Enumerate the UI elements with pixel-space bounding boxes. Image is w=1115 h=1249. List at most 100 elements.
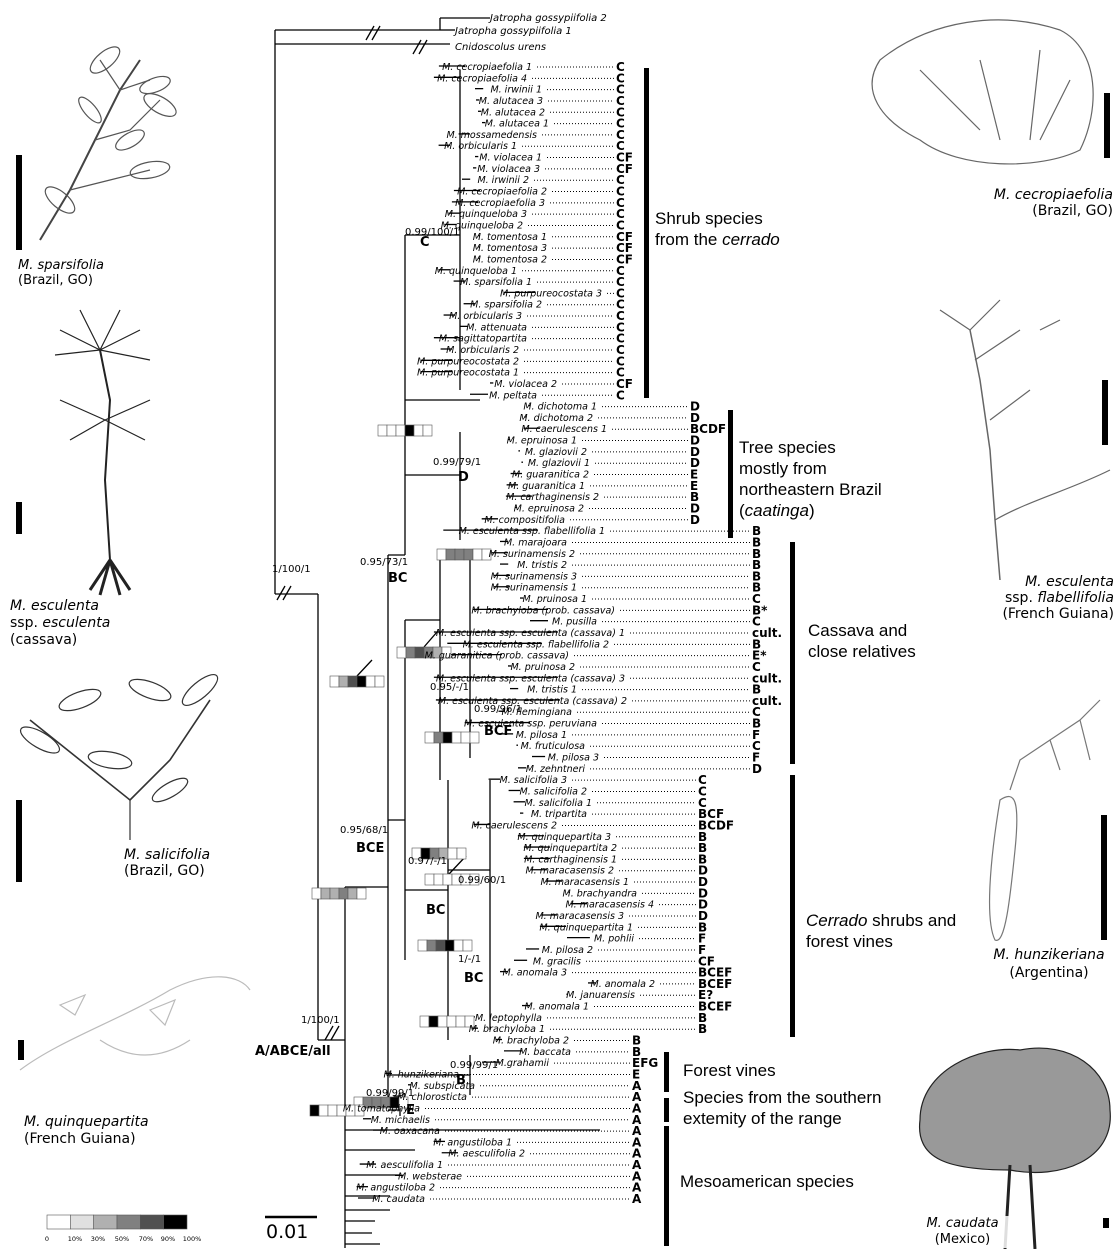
- tip-label: M. cecropiaefolia 3C: [455, 196, 625, 210]
- taxon-name: M. angustiloba 2: [356, 1183, 435, 1194]
- support-value: D: [458, 470, 469, 485]
- quinquepartita-caption: M. quinquepartita (French Guiana): [24, 1114, 149, 1148]
- taxon-name: M. marajoara: [504, 537, 567, 548]
- taxon-name: M. tristis 2: [517, 560, 567, 571]
- tree-clade-label: Tree species mostly from northeastern Br…: [739, 437, 882, 521]
- taxon-name: M. anomala 2: [591, 979, 656, 990]
- taxon-name: M. tomentosa 2: [473, 254, 547, 265]
- ancestral-state-box: [418, 940, 472, 951]
- taxon-name: M. sparsifolia 1: [460, 277, 532, 288]
- taxon-name: M. brachyloba 2: [493, 1036, 569, 1047]
- tip-label: M. quinqueloba 1C: [435, 264, 625, 278]
- branch: [357, 660, 372, 676]
- legend-swatch: [94, 1215, 117, 1229]
- tip-label: M. brachyloba (prob. cassava)B*: [471, 603, 768, 617]
- taxon-name: M. maracasensis 2: [525, 866, 614, 877]
- cerrado-clade-label: Cerrado shrubs and forest vines: [806, 910, 956, 952]
- tip-label: M. irwinii 2C: [477, 173, 625, 187]
- support-value: C: [420, 235, 430, 250]
- salicifolia-caption: M. salicifolia (Brazil, GO): [124, 847, 210, 879]
- taxon-name: M. pruinosa 1: [522, 594, 587, 605]
- taxon-name: M. anomala 3: [503, 968, 568, 979]
- cecropiaefolia-caption: M. cecropiaefolia (Brazil, GO): [978, 187, 1113, 219]
- taxon-name: M. surinamensis 1: [491, 583, 577, 594]
- taxon-name: M. maracasensis 1: [540, 877, 629, 888]
- taxon-name: M. carthaginensis 1: [524, 854, 617, 865]
- taxon-name: M. dichotoma 2: [519, 413, 593, 424]
- support-value: 1/100/1: [272, 564, 311, 575]
- support-value: 0.99/99/1: [366, 1088, 414, 1099]
- taxon-name: M. hunzikeriana: [384, 1069, 460, 1080]
- hunzikeriana-caption: M. hunzikeriana (Argentina): [985, 946, 1113, 982]
- support-value: BC: [426, 903, 445, 918]
- taxon-name: M. surinamensis 2: [489, 549, 575, 560]
- legend-swatch: [70, 1215, 93, 1229]
- esculenta-flabellifolia-caption: M. esculenta ssp. flabellifolia (French …: [986, 574, 1114, 622]
- support-value: BCE: [356, 841, 384, 856]
- support-value: 0.99/96/1: [474, 704, 522, 715]
- taxon-name: M. alutacea 1: [485, 119, 549, 130]
- taxon-name: M. guaranitica 1: [508, 481, 585, 492]
- tip-label: M. fruticulosaC: [521, 739, 761, 753]
- tip-label: M. pruinosa 1C: [522, 592, 761, 606]
- taxon-name: M. aesculifolia 1: [366, 1160, 443, 1171]
- taxon-name: M. esculenta ssp. flabellifolia 1: [459, 526, 605, 537]
- taxon-name: M. gracilis: [533, 956, 581, 967]
- state-code: D: [690, 513, 700, 527]
- taxon-name: M. caerulescens 1: [521, 424, 607, 435]
- taxon-name: M. attenuata: [466, 322, 527, 333]
- taxon-name: M. orbicularis 3: [449, 311, 522, 322]
- taxon-name: M. salicifolia 2: [520, 786, 587, 797]
- caudata-scale-bar: [1103, 1218, 1109, 1228]
- support-value: 0.99/99/1: [450, 1060, 498, 1071]
- taxon-name: M. guaranitica 2: [512, 470, 589, 481]
- legend-tick: 100%: [183, 1235, 202, 1243]
- legend-swatch: [140, 1215, 163, 1229]
- outgroup-label: Jatropha gossypiifolia 1: [453, 26, 572, 37]
- legend-swatch: [47, 1215, 70, 1229]
- taxon-name: M. caerulescens 2: [471, 820, 557, 831]
- tip-label: M. compositifoliaD: [484, 513, 700, 527]
- taxon-name: M. leptophylla: [475, 1013, 542, 1024]
- sparsifolia-scale-bar: [16, 155, 22, 250]
- south-clade-label: Species from the southern extemity of th…: [683, 1087, 881, 1129]
- forest-clade-bar: [664, 1052, 669, 1092]
- tip-label: M. violacea 2CF: [494, 377, 633, 391]
- taxon-name: M. glaziovii 1: [528, 458, 590, 469]
- taxon-name: M. mossamedensis: [446, 130, 537, 141]
- hunzikeriana-scale-bar: [1101, 815, 1107, 940]
- taxon-name: M. januarensis: [566, 990, 635, 1001]
- taxon-name: M. tristis 1: [527, 685, 577, 696]
- tip-label: M. hunzikerianaE: [384, 1067, 641, 1081]
- taxon-name: M. purpureocostata 2: [417, 356, 519, 367]
- legend-tick: 50%: [115, 1235, 129, 1243]
- ancestral-state-box: [330, 676, 384, 687]
- tip-label: M. gracilisCF: [533, 954, 715, 968]
- support-value: 0.99/60/1: [458, 875, 506, 886]
- taxon-name: M. pusilla: [552, 617, 597, 628]
- tip-label: M. alutacea 2C: [481, 105, 625, 119]
- taxon-name: M. quinquepartita 3: [517, 832, 611, 843]
- support-value: 1/100/1: [301, 1015, 340, 1026]
- ancestral-state-box: [437, 549, 491, 560]
- taxon-name: M. aesculifolia 2: [448, 1149, 525, 1160]
- taxon-name: M. quinquepartita 2: [523, 843, 617, 854]
- tip-label: M. brachyloba 2B: [493, 1034, 641, 1048]
- meso-clade-bar: [664, 1126, 669, 1246]
- tip-label: M. violacea 3CF: [477, 162, 633, 176]
- taxon-name: M. brachyloba (prob. cassava): [471, 605, 615, 616]
- shrub-clade-label: Shrub species from the cerrado: [655, 208, 780, 250]
- tip-label: M. oaxacanaA: [380, 1124, 642, 1138]
- taxon-name: M. salicifolia 3: [500, 775, 567, 786]
- taxon-name: M. caudata: [372, 1194, 425, 1205]
- tip-label: M. zehntneriD: [526, 762, 762, 776]
- esculenta-flabellifolia-illustration: [940, 300, 1110, 580]
- taxon-name: M. pilosa 2: [542, 945, 593, 956]
